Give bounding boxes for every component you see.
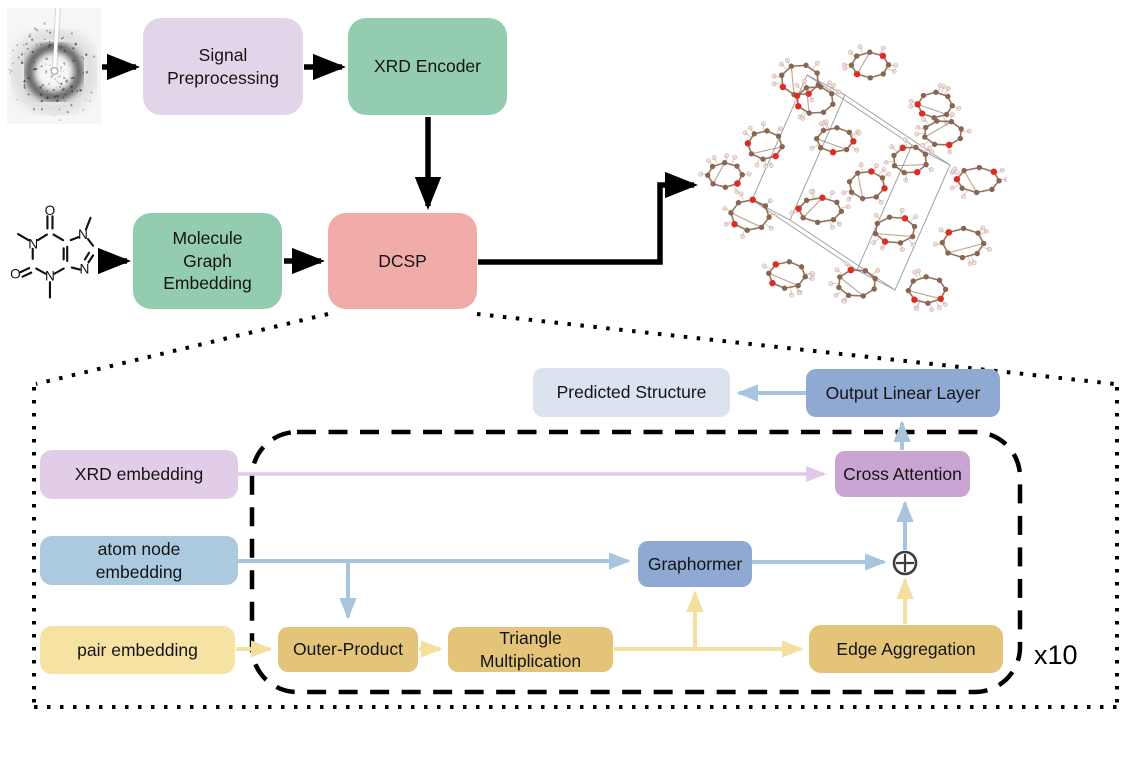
- atom-label-n7: N: [78, 227, 88, 242]
- predicted-structure-box: Predicted Structure: [533, 368, 730, 417]
- oplus-icon: [892, 550, 918, 576]
- pair-embedding-box: pair embedding: [40, 626, 235, 674]
- top-flow-arrows: [97, 53, 698, 275]
- atom-label-o6: O: [45, 203, 56, 218]
- caffeine-molecule-image: O N O N N N: [10, 203, 95, 299]
- atom-label-n3: N: [45, 269, 55, 284]
- pair-stream-arrows: [236, 577, 914, 658]
- xrd-embedding-box: XRD embedding: [40, 450, 238, 499]
- repeat-count-label: x10: [1034, 640, 1078, 670]
- signal-preprocessing-box: Signal Preprocessing: [143, 18, 303, 115]
- molecule-graph-embedding-box: Molecule Graph Embedding: [133, 213, 282, 309]
- triangle-multiplication-box: Triangle Multiplication: [448, 627, 613, 672]
- xrd-encoder-box: XRD Encoder: [348, 18, 507, 115]
- edge-aggregation-box: Edge Aggregation: [809, 625, 1003, 673]
- atom-label-n1: N: [28, 236, 38, 251]
- outer-product-box: Outer-Product: [278, 627, 418, 672]
- dcsp-box: DCSP: [328, 213, 477, 309]
- atom-label-n9: N: [79, 262, 89, 277]
- atom-label-o2: O: [10, 267, 21, 282]
- output-linear-layer-box: Output Linear Layer: [806, 369, 1000, 417]
- graphormer-box: Graphormer: [638, 541, 752, 587]
- atom-node-embedding-box: atom node embedding: [40, 536, 238, 585]
- crystal-structure-image: [698, 44, 1007, 313]
- xrd-pattern-image: [7, 8, 101, 124]
- node-stream-arrows: [238, 384, 914, 620]
- repeat-block-dashed-border: [249, 429, 1023, 695]
- cross-attention-box: Cross Attention: [835, 451, 970, 497]
- zoom-outline-dotted: [32, 312, 1119, 709]
